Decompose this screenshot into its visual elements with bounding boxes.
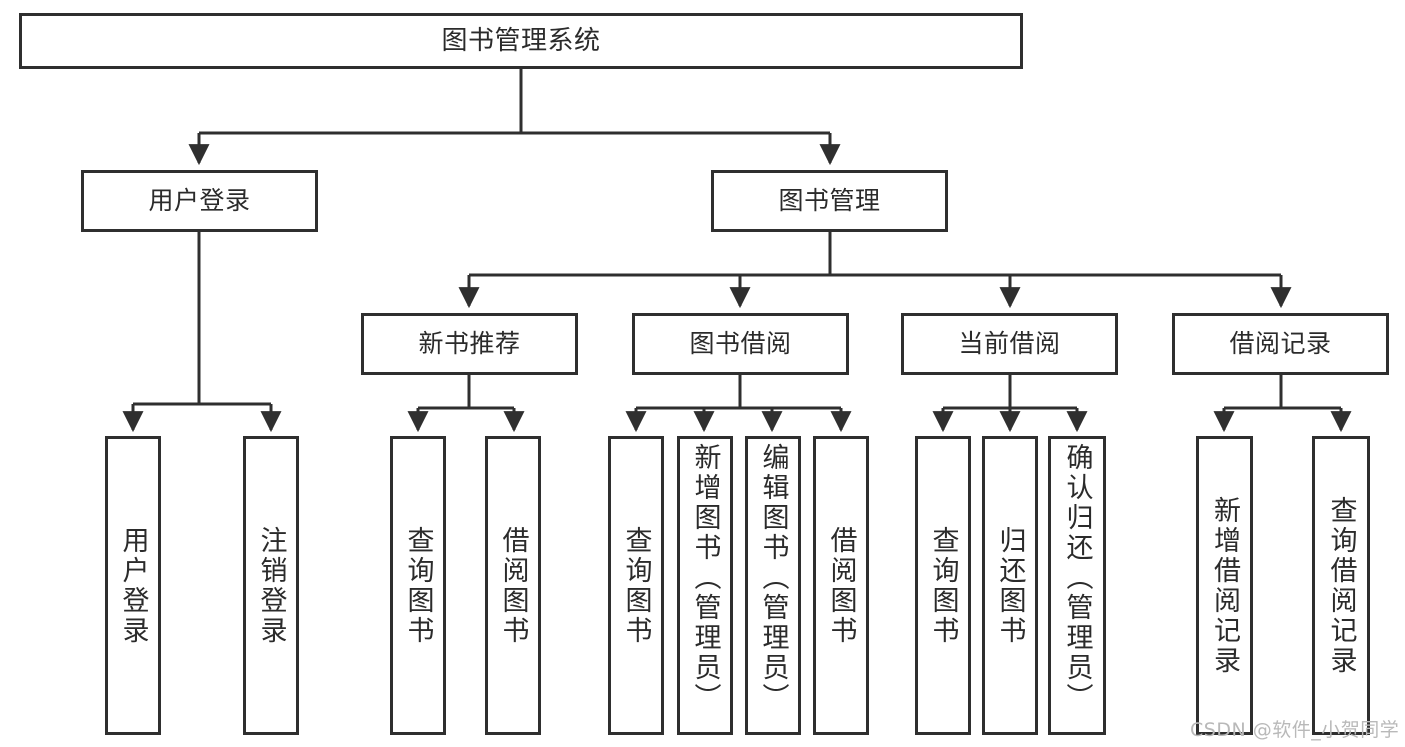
watermark-text: CSDN @软件_小贺同学 [1190, 719, 1400, 741]
node-root-book-management-system[interactable]: 图书管理系统 [19, 13, 1023, 69]
node-label: 注销登录 [255, 525, 287, 646]
leaf-query-borrow-record[interactable]: 查询借阅记录 [1312, 436, 1370, 735]
node-label: 图书借阅 [689, 329, 792, 359]
leaf-logout-login[interactable]: 注销登录 [243, 436, 299, 735]
node-label: 借阅图书 [825, 525, 857, 646]
node-label: 编辑图书（管理员） [757, 443, 789, 713]
node-current-borrow[interactable]: 当前借阅 [901, 313, 1118, 375]
node-label: 新书推荐 [418, 329, 521, 359]
node-label: 用户登录 [148, 186, 251, 216]
leaf-query-book-current[interactable]: 查询图书 [915, 436, 971, 735]
node-label: 图书管理 [778, 186, 881, 216]
node-label: 查询借阅记录 [1325, 495, 1357, 676]
node-user-login[interactable]: 用户登录 [81, 170, 318, 232]
node-label: 查询图书 [620, 525, 652, 646]
leaf-borrow-book[interactable]: 借阅图书 [813, 436, 869, 735]
node-book-borrow[interactable]: 图书借阅 [632, 313, 849, 375]
node-label: 查询图书 [927, 525, 959, 646]
node-label: 归还图书 [994, 525, 1026, 646]
node-label: 确认归还（管理员） [1061, 443, 1093, 713]
leaf-confirm-return-admin[interactable]: 确认归还（管理员） [1048, 436, 1106, 735]
node-book-management[interactable]: 图书管理 [711, 170, 948, 232]
leaf-add-book-admin[interactable]: 新增图书（管理员） [677, 436, 733, 735]
node-label: 借阅记录 [1229, 329, 1332, 359]
node-label: 新增图书（管理员） [689, 443, 721, 713]
node-label: 借阅图书 [497, 525, 529, 646]
leaf-borrow-book-recommend[interactable]: 借阅图书 [485, 436, 541, 735]
leaf-edit-book-admin[interactable]: 编辑图书（管理员） [745, 436, 801, 735]
node-label: 新增借阅记录 [1209, 495, 1240, 676]
node-label: 查询图书 [402, 525, 434, 646]
node-label: 用户登录 [117, 525, 149, 646]
node-label: 图书管理系统 [441, 25, 601, 56]
leaf-user-login[interactable]: 用户登录 [105, 436, 161, 735]
node-label: 当前借阅 [958, 329, 1061, 359]
leaf-query-book-recommend[interactable]: 查询图书 [390, 436, 446, 735]
leaf-query-book-borrow[interactable]: 查询图书 [608, 436, 664, 735]
leaf-add-borrow-record[interactable]: 新增借阅记录 [1196, 436, 1253, 735]
node-new-book-recommend[interactable]: 新书推荐 [361, 313, 578, 375]
node-borrow-record[interactable]: 借阅记录 [1172, 313, 1389, 375]
leaf-return-book[interactable]: 归还图书 [982, 436, 1038, 735]
